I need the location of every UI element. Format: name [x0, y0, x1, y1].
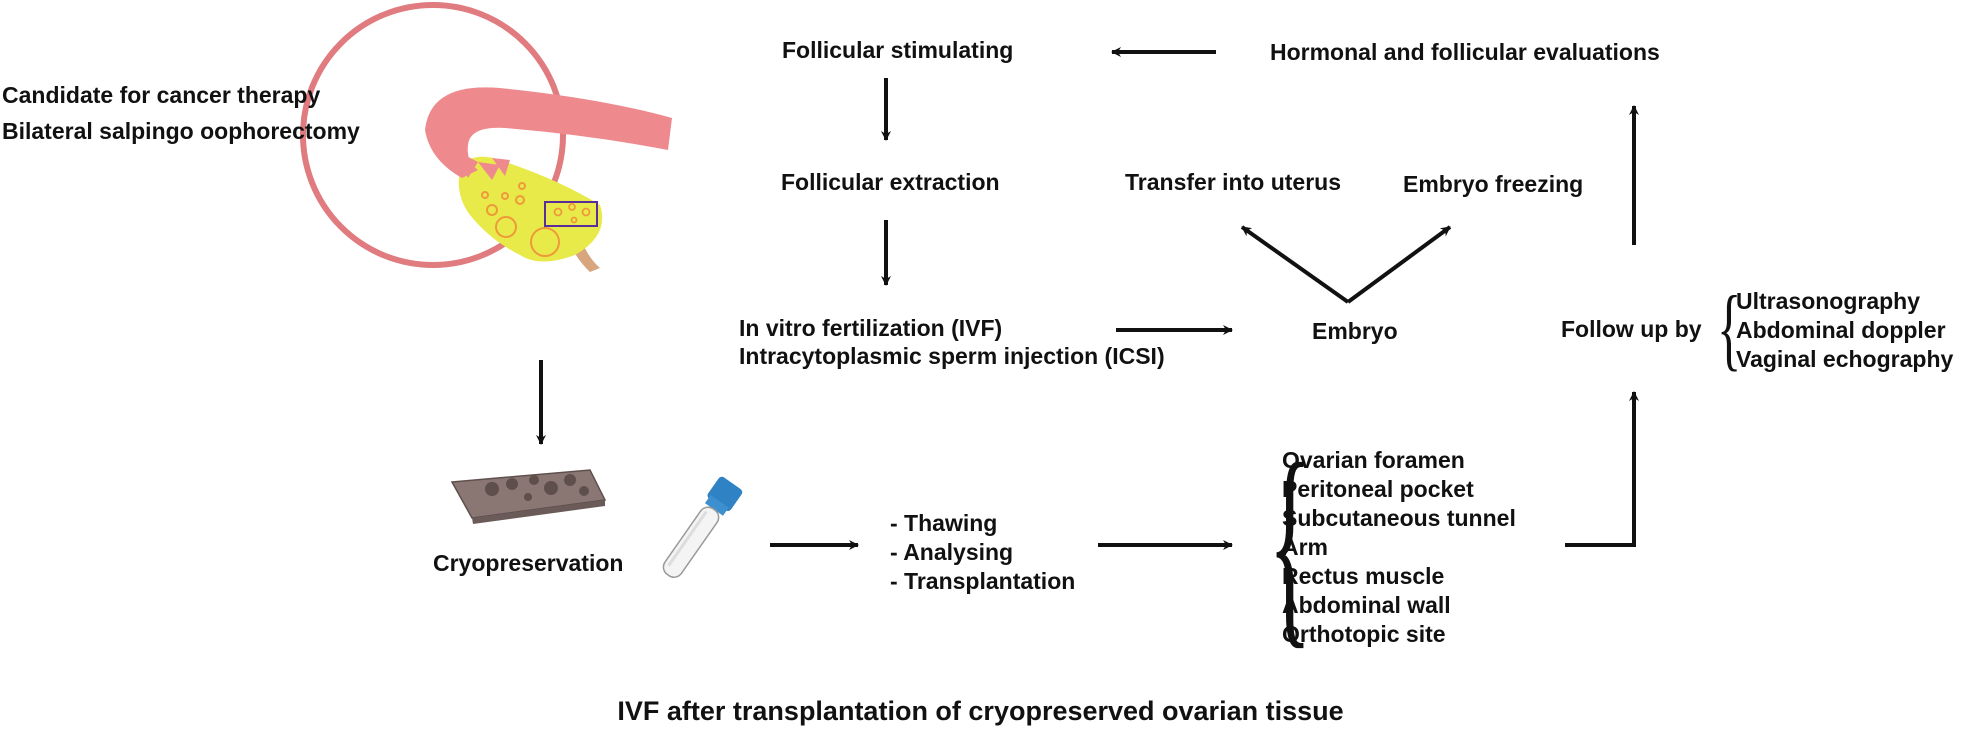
diagram-caption: IVF after transplantation of cryopreserv…	[617, 696, 1344, 726]
list-item: Ultrasonography	[1736, 288, 1921, 314]
arrow-embryo-to-transfer	[1240, 225, 1350, 304]
list-item: Vaginal echography	[1736, 346, 1954, 372]
follicular-stimulating-label: Follicular stimulating	[782, 37, 1014, 63]
list-item: Abdominal doppler	[1736, 317, 1946, 343]
follow-up-methods-list: Ultrasonography Abdominal doppler Vagina…	[1736, 287, 1953, 374]
cryo-tube-icon	[662, 476, 743, 578]
cryopreservation-label: Cryopreservation	[433, 550, 624, 576]
embryo-freezing-label: Embryo freezing	[1403, 171, 1584, 197]
list-item: Abdominal wall	[1282, 592, 1451, 618]
embryo-label: Embryo	[1312, 318, 1398, 344]
ivf-label: In vitro fertilization (IVF)	[739, 315, 1003, 341]
list-item: - Thawing	[890, 510, 998, 536]
patient-line-1: Candidate for cancer therapy	[2, 82, 321, 108]
follicular-extraction-label: Follicular extraction	[781, 169, 1000, 195]
list-item: - Transplantation	[890, 568, 1076, 594]
list-item: Rectus muscle	[1282, 563, 1445, 589]
icsi-label: Intracytoplasmic sperm injection (ICSI)	[739, 343, 1165, 369]
arrow-sites-to-followup	[1565, 391, 1639, 547]
flow-arrows	[536, 47, 1639, 550]
list-item: Subcutaneous tunnel	[1282, 505, 1516, 531]
list-item: Ovarian foramen	[1282, 447, 1465, 473]
arrow-embryo-to-freezing	[1346, 225, 1452, 304]
list-item: Arm	[1282, 534, 1329, 560]
list-item: Peritoneal pocket	[1282, 476, 1474, 502]
transplant-sites-list: Ovarian foramen Peritoneal pocket Subcut…	[1282, 446, 1516, 649]
list-item: - Analysing	[890, 539, 1014, 565]
uterine-tube-ovary-icon	[300, 2, 672, 272]
follow-up-label: Follow up by	[1561, 316, 1702, 342]
hormonal-evaluations-label: Hormonal and follicular evaluations	[1270, 39, 1660, 65]
followup-brace: {	[1716, 277, 1742, 379]
sites-brace: {	[1268, 417, 1312, 667]
transfer-into-uterus-label: Transfer into uterus	[1125, 169, 1341, 195]
patient-line-2: Bilateral salpingo oophorectomy	[2, 118, 360, 144]
list-item: Orthotopic site	[1282, 621, 1446, 647]
processing-steps-list: - Thawing - Analysing - Transplantation	[890, 509, 1075, 596]
ovarian-tissue-strip-icon	[450, 469, 607, 524]
